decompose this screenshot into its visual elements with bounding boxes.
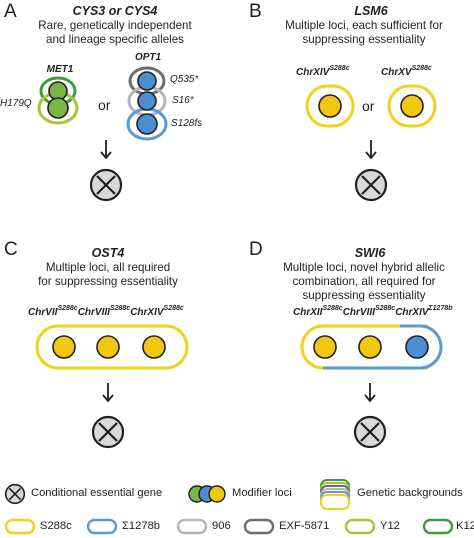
legend-exf5871-label: EXF-5871 bbox=[279, 520, 330, 532]
panel-d-gene: SWI6 bbox=[354, 246, 386, 260]
panel-c-essential-gene-icon bbox=[91, 415, 125, 449]
legend-s288c-swatch bbox=[4, 518, 36, 535]
panel-a-letter: A bbox=[4, 1, 17, 22]
legend-backgrounds-icon bbox=[320, 479, 350, 510]
legend-k12-label: K12 bbox=[456, 520, 474, 532]
opt1-ring-stack bbox=[126, 66, 168, 141]
opt1-allele-2: S16* bbox=[172, 95, 194, 106]
panel-c-gene: OST4 bbox=[91, 246, 125, 260]
legend-s288c-label: S288c bbox=[40, 520, 72, 532]
panel-c-desc-1: Multiple loci, all required bbox=[45, 261, 171, 274]
legend-sigma1278b-label: Σ1278b bbox=[122, 520, 161, 532]
panel-b-letter: B bbox=[249, 1, 262, 22]
legend-backgrounds-label: Genetic backgrounds bbox=[357, 487, 463, 499]
panel-d-loci-group bbox=[300, 324, 443, 370]
opt1-label: OPT1 bbox=[134, 52, 162, 63]
opt1-allele-3: S128fs bbox=[171, 118, 203, 129]
panel-b-locus-1 bbox=[305, 84, 355, 128]
panel-a-desc-1: Rare, genetically independent bbox=[38, 19, 192, 32]
panel-a-desc-2: and lineage specific alleles bbox=[46, 33, 184, 46]
met1-allele-label: H179Q bbox=[0, 98, 32, 109]
legend-sigma1278b-swatch bbox=[86, 518, 118, 535]
panel-c-desc-2: for suppressing essentiality bbox=[38, 275, 178, 288]
panel-b-locus-1-label: ChrXIVS288c bbox=[296, 65, 350, 78]
legend-exf5871-swatch bbox=[243, 518, 275, 535]
panel-d-letter: D bbox=[249, 239, 263, 260]
legend-cross-icon bbox=[4, 483, 26, 505]
panel-d-arrow bbox=[364, 382, 376, 402]
legend-y12-label: Y12 bbox=[380, 520, 400, 532]
panel-b-gene: LSM6 bbox=[354, 4, 388, 18]
panel-b-desc-2: suppressing essentiality bbox=[302, 33, 426, 46]
panel-c-letter: C bbox=[4, 239, 18, 260]
legend-modifier-label: Modifier loci bbox=[232, 487, 292, 499]
panel-b-locus-2-label: ChrXVS288c bbox=[381, 65, 432, 78]
panel-d-desc-2: combination, all required for bbox=[292, 275, 436, 288]
panel-c-loci-group bbox=[35, 324, 189, 370]
panel-b-locus-2 bbox=[387, 84, 437, 128]
panel-b-essential-gene-icon bbox=[354, 168, 388, 202]
legend-y12-swatch bbox=[344, 518, 376, 535]
opt1-allele-1: Q535* bbox=[170, 74, 199, 85]
panel-c-arrow bbox=[102, 382, 114, 402]
panel-d-loci-labels: ChrXIIS288cChrVIIIS288cChrXIVΣ1278b bbox=[293, 305, 453, 318]
legend-modifier-icon bbox=[188, 485, 226, 503]
met1-label: MET1 bbox=[46, 64, 74, 75]
legend-k12-swatch bbox=[422, 518, 454, 535]
legend-906-swatch bbox=[176, 518, 208, 535]
panel-a-arrow bbox=[100, 139, 112, 159]
panel-c-loci-labels: ChrVIIS288cChrVIIIS288cChrXIVS288c bbox=[28, 305, 184, 318]
legend-906-label: 906 bbox=[212, 520, 231, 532]
panel-d-desc-1: Multiple loci, novel hybrid allelic bbox=[283, 261, 445, 274]
panel-a-or: or bbox=[98, 97, 111, 113]
panel-b-or: or bbox=[362, 98, 375, 114]
panel-b-arrow bbox=[365, 139, 377, 159]
panel-d-desc-3: suppressing essentiality bbox=[302, 289, 426, 302]
panel-a-gene: CYS3 or CYS4 bbox=[72, 4, 158, 18]
panel-b-desc-1: Multiple loci, each sufficient for bbox=[285, 19, 443, 32]
panel-a-essential-gene-icon bbox=[89, 168, 123, 202]
met1-ring-stack bbox=[37, 76, 79, 125]
legend-conditional-label: Conditional essential gene bbox=[31, 487, 163, 499]
panel-d-essential-gene-icon bbox=[353, 415, 387, 449]
